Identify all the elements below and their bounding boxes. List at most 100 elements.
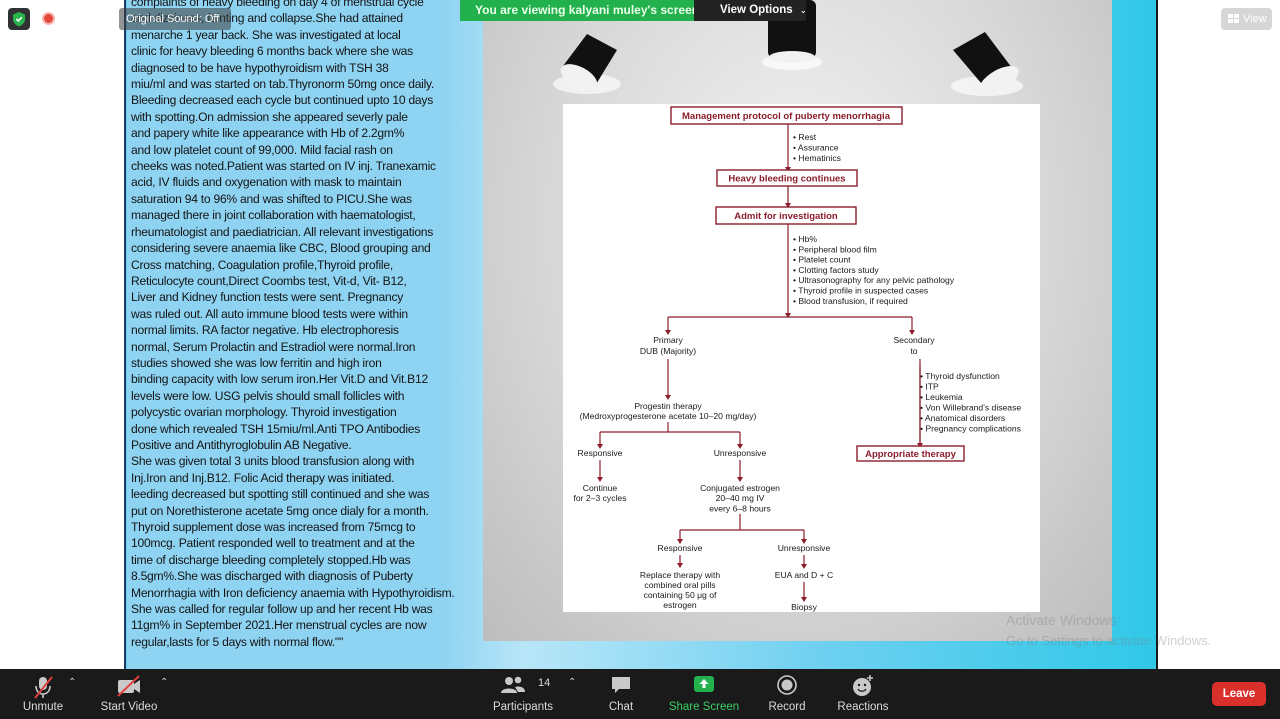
reactions-button[interactable]: Reactions (834, 669, 892, 719)
participants-label: Participants (492, 701, 554, 713)
participants-icon (500, 676, 525, 693)
case-text-line: put on Norethisterone acetate 5mg once d… (131, 503, 429, 518)
case-text-line: and papery white like appearance with Hb… (131, 126, 405, 141)
investigation-item: • Ultrasonography for any pelvic patholo… (793, 275, 955, 285)
case-text-line: levels were low. USG pelvis should small… (131, 388, 405, 403)
estrogen-frequency-label: every 6–8 hours (709, 504, 771, 514)
original-sound-status: Original Sound: Off (119, 8, 231, 30)
leave-button[interactable]: Leave (1212, 682, 1266, 706)
case-text-line: 100mcg. Patient responded well to treatm… (131, 536, 415, 551)
video-options-caret-icon[interactable]: ⌃ (160, 677, 169, 688)
case-text-line: done which revealed TSH 15miu/ml.Anti TP… (131, 421, 421, 436)
investigations-list: • Hb% • Peripheral blood film • Platelet… (793, 234, 955, 306)
case-text-line: managed there in joint collaboration wit… (131, 208, 416, 223)
flowchart-title-box (670, 106, 903, 125)
list-item-hematinics: • Hematinics (793, 153, 841, 163)
appropriate-therapy-label: Appropriate therapy (865, 449, 957, 460)
view-options-label: View Options (720, 4, 793, 16)
participants-button[interactable]: 14 Participants (488, 669, 558, 719)
participants-options-caret-icon[interactable]: ⌃ (568, 677, 577, 688)
first-line-list: • Rest • Assurance • Hematinics (793, 132, 841, 163)
record-icon (777, 675, 797, 695)
secondary-label: Secondary (893, 335, 935, 345)
gallery-view-icon (1228, 14, 1239, 23)
case-text-line: 8.5gm%.She was discharged with diagnosis… (131, 569, 413, 584)
case-text-line: Cross matching, Coagulation profile,Thyr… (131, 257, 393, 272)
estrogen-dose-label: 20–40 mg IV (716, 493, 765, 503)
cause-item: • Anatomical disorders (920, 413, 1005, 423)
audio-options-caret-icon[interactable]: ⌃ (68, 677, 77, 688)
case-text-line: 11gm% in September 2021.Her menstrual cy… (131, 618, 427, 633)
continue-label: Continue (583, 483, 618, 493)
chat-button[interactable]: Chat (598, 669, 644, 719)
heavy-bleeding-box (716, 169, 858, 187)
view-button-label: View (1243, 13, 1267, 25)
case-text-line: She was called for regular follow up and… (131, 602, 433, 617)
case-text-line: acid, IV fluids and oxygenation with mas… (131, 175, 402, 190)
flowchart-connectors (599, 124, 921, 600)
start-video-label: Start Video (100, 701, 158, 713)
investigation-item: • Clotting factors study (793, 265, 879, 275)
security-shield-icon[interactable] (8, 8, 30, 30)
case-text-panel (127, 0, 439, 669)
spotlight-left-icon (553, 34, 621, 94)
cause-item: • Thyroid dysfunction (920, 371, 1000, 381)
case-text-line: Inj.Iron and Inj.B12. Folic Acid therapy… (131, 470, 395, 485)
case-text-line: normal, Serum Prolactin and Estradiol we… (131, 339, 416, 354)
video-off-icon (117, 675, 140, 697)
start-video-button[interactable]: Start Video (98, 669, 160, 719)
reactions-smiley-icon (853, 675, 873, 696)
case-text-line: menarche 1 year back. She was investigat… (131, 27, 401, 42)
record-label: Record (768, 701, 806, 713)
case-text-line: She was given total 3 units blood transf… (131, 454, 415, 469)
case-text-line: binding capacity with low serum iron.Her… (131, 372, 428, 387)
admit-box (715, 206, 857, 225)
biopsy-label: Biopsy (791, 602, 817, 612)
case-text-line: clinic for heavy bleeding 6 months back … (131, 44, 413, 59)
case-text-line: miu/ml and was started on tab.Thyronorm … (131, 77, 435, 92)
view-options-button[interactable]: View Options ⌄ (694, 0, 807, 21)
case-text-line: Reticulocyte count,Direct Coombs test, V… (131, 273, 407, 288)
muted-microphone-icon (34, 676, 53, 699)
cause-item: • Von Willebrand's disease (920, 403, 1021, 413)
case-text-line: diagnosed to be have hypothyroidism with… (131, 60, 389, 75)
progestin-label: Progestin therapy (634, 401, 702, 411)
secondary-to-label: to (910, 346, 917, 356)
investigation-item: • Peripheral blood film (793, 244, 877, 254)
continue-cycles-label: for 2–3 cycles (573, 493, 626, 503)
case-text-line: complaints of heavy bleeding on day 4 of… (131, 0, 424, 9)
heavy-bleeding-label: Heavy bleeding continues (728, 174, 845, 185)
case-text-line: Bleeding decreased each cycle but contin… (131, 93, 434, 108)
reactions-label: Reactions (837, 701, 889, 713)
recording-indicator-icon[interactable] (42, 12, 55, 25)
chat-label: Chat (608, 701, 634, 713)
investigation-item: • Platelet count (793, 255, 851, 265)
case-text-line: leeding decreased but spotting still con… (131, 487, 430, 502)
participants-count: 14 (538, 677, 551, 689)
admit-label: Admit for investigation (734, 211, 838, 222)
chat-icon (612, 677, 630, 693)
case-text-line: saturation 94 to 96% and was shifted to … (131, 191, 412, 206)
replace-therapy-label: Replace therapy with (640, 570, 720, 580)
share-screen-button[interactable]: Share Screen (668, 669, 740, 719)
case-text-line: with spotting.On admission she appeared … (131, 109, 408, 124)
cause-item: • Leukemia (920, 392, 963, 402)
primary-dub-label: DUB (Majority) (640, 346, 696, 356)
case-text-line: polycystic ovarian morphology. Thyroid i… (131, 405, 397, 420)
primary-label: Primary (653, 335, 683, 345)
unresponsive-label: Unresponsive (714, 448, 767, 458)
case-text-line: Positive and Antithyroglobulin AB Negati… (131, 437, 352, 452)
view-button[interactable]: View (1221, 8, 1272, 30)
slide-right-border (1156, 0, 1158, 669)
case-text-line: was ruled out. All auto immune blood tes… (131, 306, 408, 321)
case-text-line: cheeks was noted.Patient was started on … (131, 159, 436, 174)
spotlight-right-icon (951, 32, 1023, 96)
unmute-button[interactable]: Unmute (14, 669, 72, 719)
replace-therapy-label: estrogen (663, 600, 697, 610)
responsive-label-2: Responsive (658, 543, 703, 553)
list-item-assurance: • Assurance (793, 143, 839, 153)
case-text-line: time of discharge bleeding completely st… (131, 552, 411, 567)
case-text-line: Liver and Kidney function tests were sen… (131, 290, 404, 305)
appropriate-therapy-box (856, 445, 965, 462)
record-button[interactable]: Record (764, 669, 810, 719)
